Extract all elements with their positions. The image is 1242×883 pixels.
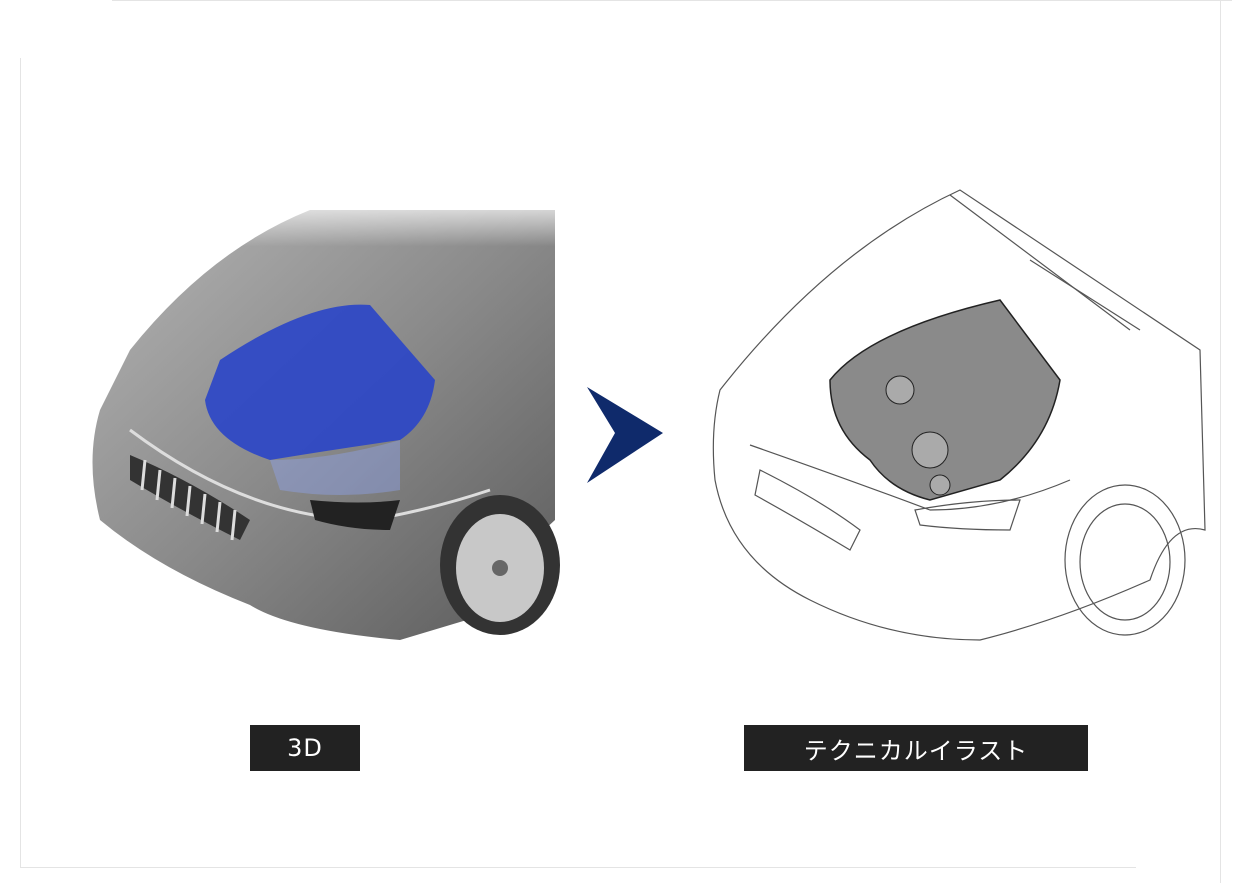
label-3d: 3D [250,725,360,771]
arrow-right-icon [587,387,663,483]
frame-right-line [1220,0,1221,883]
car-3d-render [70,190,630,660]
label-technical-illustration: テクニカルイラスト [744,725,1088,771]
frame-bottom-line [20,867,1136,868]
frame-left-line [20,58,21,868]
car-technical-illustration [712,189,1206,641]
frame-top-line [112,0,1232,1]
